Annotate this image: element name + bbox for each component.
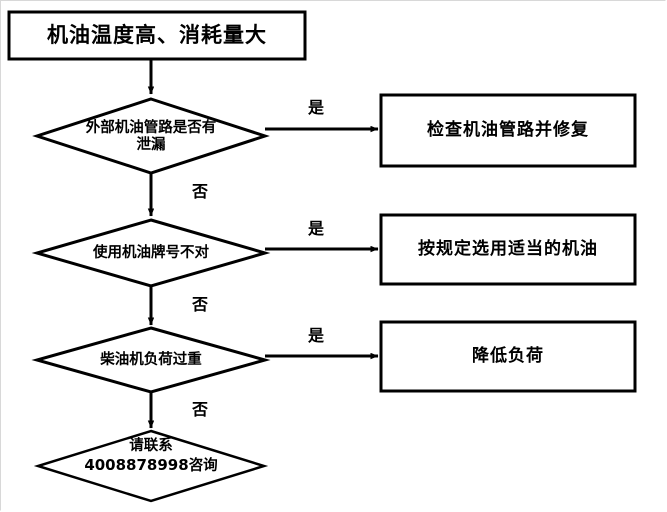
- decision3-shape: [31, 326, 271, 394]
- start-node-shape: [7, 10, 307, 61]
- decision2-shape: [31, 218, 271, 288]
- action3-shape: [379, 320, 637, 393]
- end-node-shape: [33, 429, 269, 503]
- action2-shape: [379, 213, 637, 286]
- action1-shape: [379, 93, 637, 168]
- decision1-shape: [32, 97, 270, 175]
